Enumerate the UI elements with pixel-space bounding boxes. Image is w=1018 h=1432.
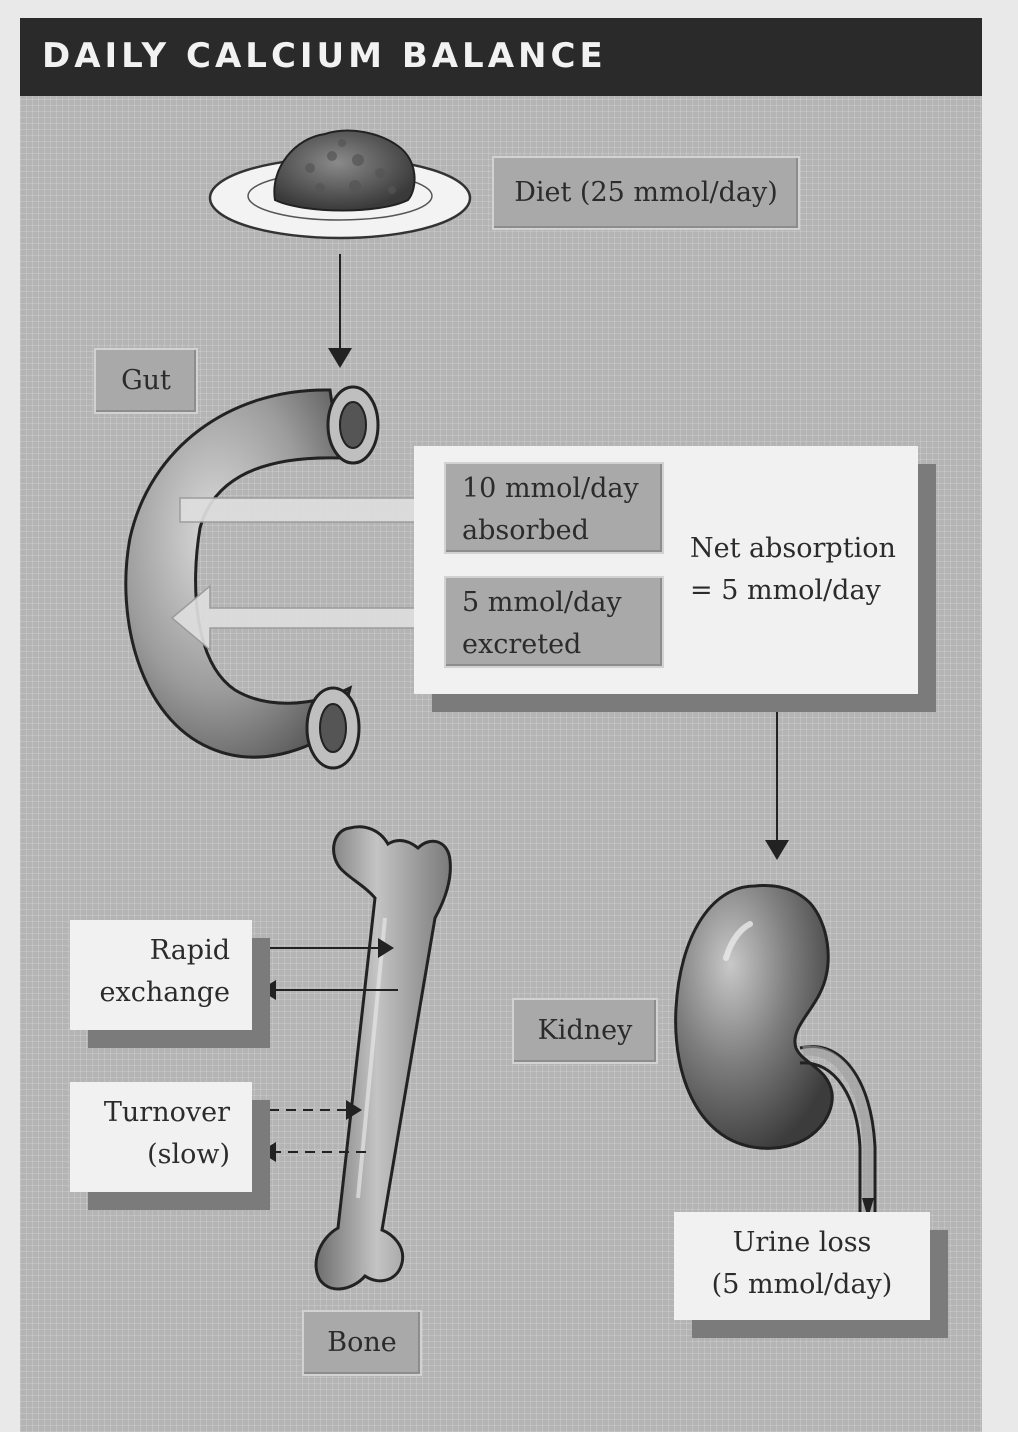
urine-loss-line-2: (5 mmol/day) bbox=[674, 1264, 930, 1306]
gut-label-box: Gut bbox=[94, 348, 198, 414]
absorbed-box: 10 mmol/day absorbed bbox=[444, 462, 664, 554]
absorbed-line-2: absorbed bbox=[462, 510, 662, 552]
bone-label: Bone bbox=[327, 1322, 396, 1364]
excreted-line-2: excreted bbox=[462, 624, 662, 666]
rapid-exchange-line-1: Rapid bbox=[70, 930, 230, 972]
gut-label: Gut bbox=[121, 360, 171, 402]
diet-label-box: Diet (25 mmol/day) bbox=[492, 156, 800, 230]
gut-icon bbox=[126, 387, 378, 768]
excreted-line-1: 5 mmol/day bbox=[462, 582, 662, 624]
rapid-exchange-box: Rapid exchange bbox=[70, 920, 252, 1030]
turnover-line-2: (slow) bbox=[70, 1134, 230, 1176]
excreted-box: 5 mmol/day excreted bbox=[444, 576, 664, 668]
turnover-line-1: Turnover bbox=[70, 1092, 230, 1134]
kidney-icon bbox=[676, 886, 875, 1223]
net-absorption-line-2: = 5 mmol/day bbox=[690, 570, 918, 612]
kidney-label-box: Kidney bbox=[512, 998, 658, 1064]
urine-loss-box: Urine loss (5 mmol/day) bbox=[674, 1212, 930, 1320]
diagram-panel: DAILY CALCIUM BALANCE bbox=[20, 18, 982, 1432]
net-absorption-line-1: Net absorption bbox=[690, 528, 918, 570]
bone-icon bbox=[316, 827, 450, 1289]
turnover-out-arrow-head bbox=[260, 1142, 276, 1162]
kidney-label: Kidney bbox=[538, 1010, 633, 1052]
plate-icon bbox=[210, 131, 470, 238]
bone-label-box: Bone bbox=[302, 1310, 422, 1376]
turnover-box: Turnover (slow) bbox=[70, 1082, 252, 1192]
net-to-kidney-arrow-head bbox=[765, 840, 789, 860]
rapid-exchange-line-2: exchange bbox=[70, 972, 230, 1014]
urine-loss-line-1: Urine loss bbox=[674, 1222, 930, 1264]
diet-arrow-head bbox=[328, 348, 352, 368]
excreted-arrow bbox=[172, 586, 445, 650]
absorbed-line-1: 10 mmol/day bbox=[462, 468, 662, 510]
rapid-out-arrow-head bbox=[260, 980, 276, 1000]
diet-label: Diet (25 mmol/day) bbox=[514, 172, 778, 214]
